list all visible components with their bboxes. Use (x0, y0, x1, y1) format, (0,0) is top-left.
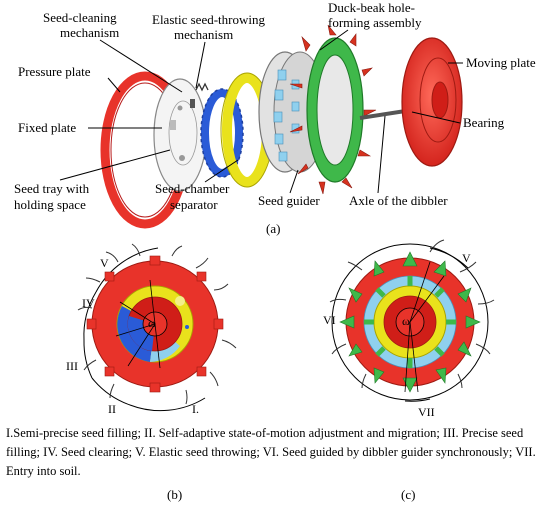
duck-beak-assembly (289, 24, 377, 195)
leader-bearing (411, 111, 461, 124)
label-seed-cleaning-1: Seed-cleaning (43, 10, 117, 25)
label-chamber-separator-1: Seed-chamber (155, 181, 230, 196)
seed-tray-ring (201, 89, 243, 177)
roman-c-vi: VI (323, 313, 336, 327)
leader-seed-tray (59, 149, 171, 181)
elastic-spring (195, 82, 209, 92)
roman-c-v: V (462, 251, 471, 265)
exploded-assembly (100, 24, 463, 229)
legend-item-4: IV. Seed clearing; (43, 445, 133, 459)
diagram-c: ω V VI VII (323, 239, 495, 419)
legend-item-6: VI. Seed guided by dibbler guider synchr… (262, 445, 513, 459)
omega-c: ω (402, 314, 410, 328)
label-seed-tray-1: Seed tray with (14, 181, 90, 196)
legend-item-3: III. Precise seed filling; (6, 426, 524, 459)
fixed-plate (153, 78, 207, 192)
caption-b: (b) (167, 487, 182, 502)
roman-b-iv: IV (82, 296, 95, 310)
caption-a: (a) (266, 221, 280, 236)
label-axle: Axle of the dibbler (349, 193, 448, 208)
arc-b-ii (91, 377, 131, 406)
moving-plate (401, 37, 463, 167)
green-beaks (339, 251, 481, 393)
caption-c: (c) (401, 487, 415, 502)
label-seed-tray-2: holding space (14, 197, 86, 212)
roman-c-vii: VII (418, 405, 435, 419)
leader-separator (204, 159, 239, 183)
label-elastic-throwing-1: Elastic seed-throwing (152, 12, 265, 27)
arc-b-i (129, 397, 206, 412)
label-elastic-throwing-2: mechanism (174, 27, 233, 42)
roman-b-iii: III (66, 359, 78, 373)
label-duck-beak-2: forming assembly (328, 15, 422, 30)
label-pressure-plate: Pressure plate (18, 64, 91, 79)
label-chamber-separator-2: separator (170, 197, 218, 212)
label-moving-plate: Moving plate (466, 55, 536, 70)
leader-duck-beak (319, 29, 349, 51)
label-bearing: Bearing (463, 115, 505, 130)
roman-b-ii: II (108, 402, 116, 416)
part-a-labels: Seed-cleaning mechanism Elastic seed-thr… (14, 0, 536, 236)
legend-item-1: I.Semi-precise seed filling; (6, 426, 142, 440)
leader-seed-cleaning (99, 39, 183, 93)
leader-elastic (195, 41, 206, 89)
label-duck-beak-1: Duck-beak hole- (328, 0, 415, 15)
legend-item-2: II. Self-adaptive state-of-motion adjust… (144, 426, 440, 440)
stage-legend: I.Semi-precise seed filling; II. Self-ad… (6, 424, 546, 481)
arc-b-v (95, 247, 159, 293)
omega-b: ω (148, 316, 156, 330)
legend-item-7: VII. Entry into soil. (6, 445, 536, 478)
arc-b-iii (83, 339, 93, 379)
leader-guider (289, 169, 299, 194)
roman-b-i: I. (192, 402, 199, 416)
label-seed-guider: Seed guider (258, 193, 320, 208)
arc-b-iv (83, 291, 97, 341)
label-fixed-plate: Fixed plate (18, 120, 76, 135)
diagram-b: ω V IV III II I. (66, 243, 237, 416)
legend-item-5: V. Elastic seed throwing; (135, 445, 260, 459)
leader-axle (377, 115, 386, 194)
roman-b-v: V (100, 256, 109, 270)
leader-pressure (107, 77, 121, 93)
label-seed-cleaning-2: mechanism (60, 25, 119, 40)
